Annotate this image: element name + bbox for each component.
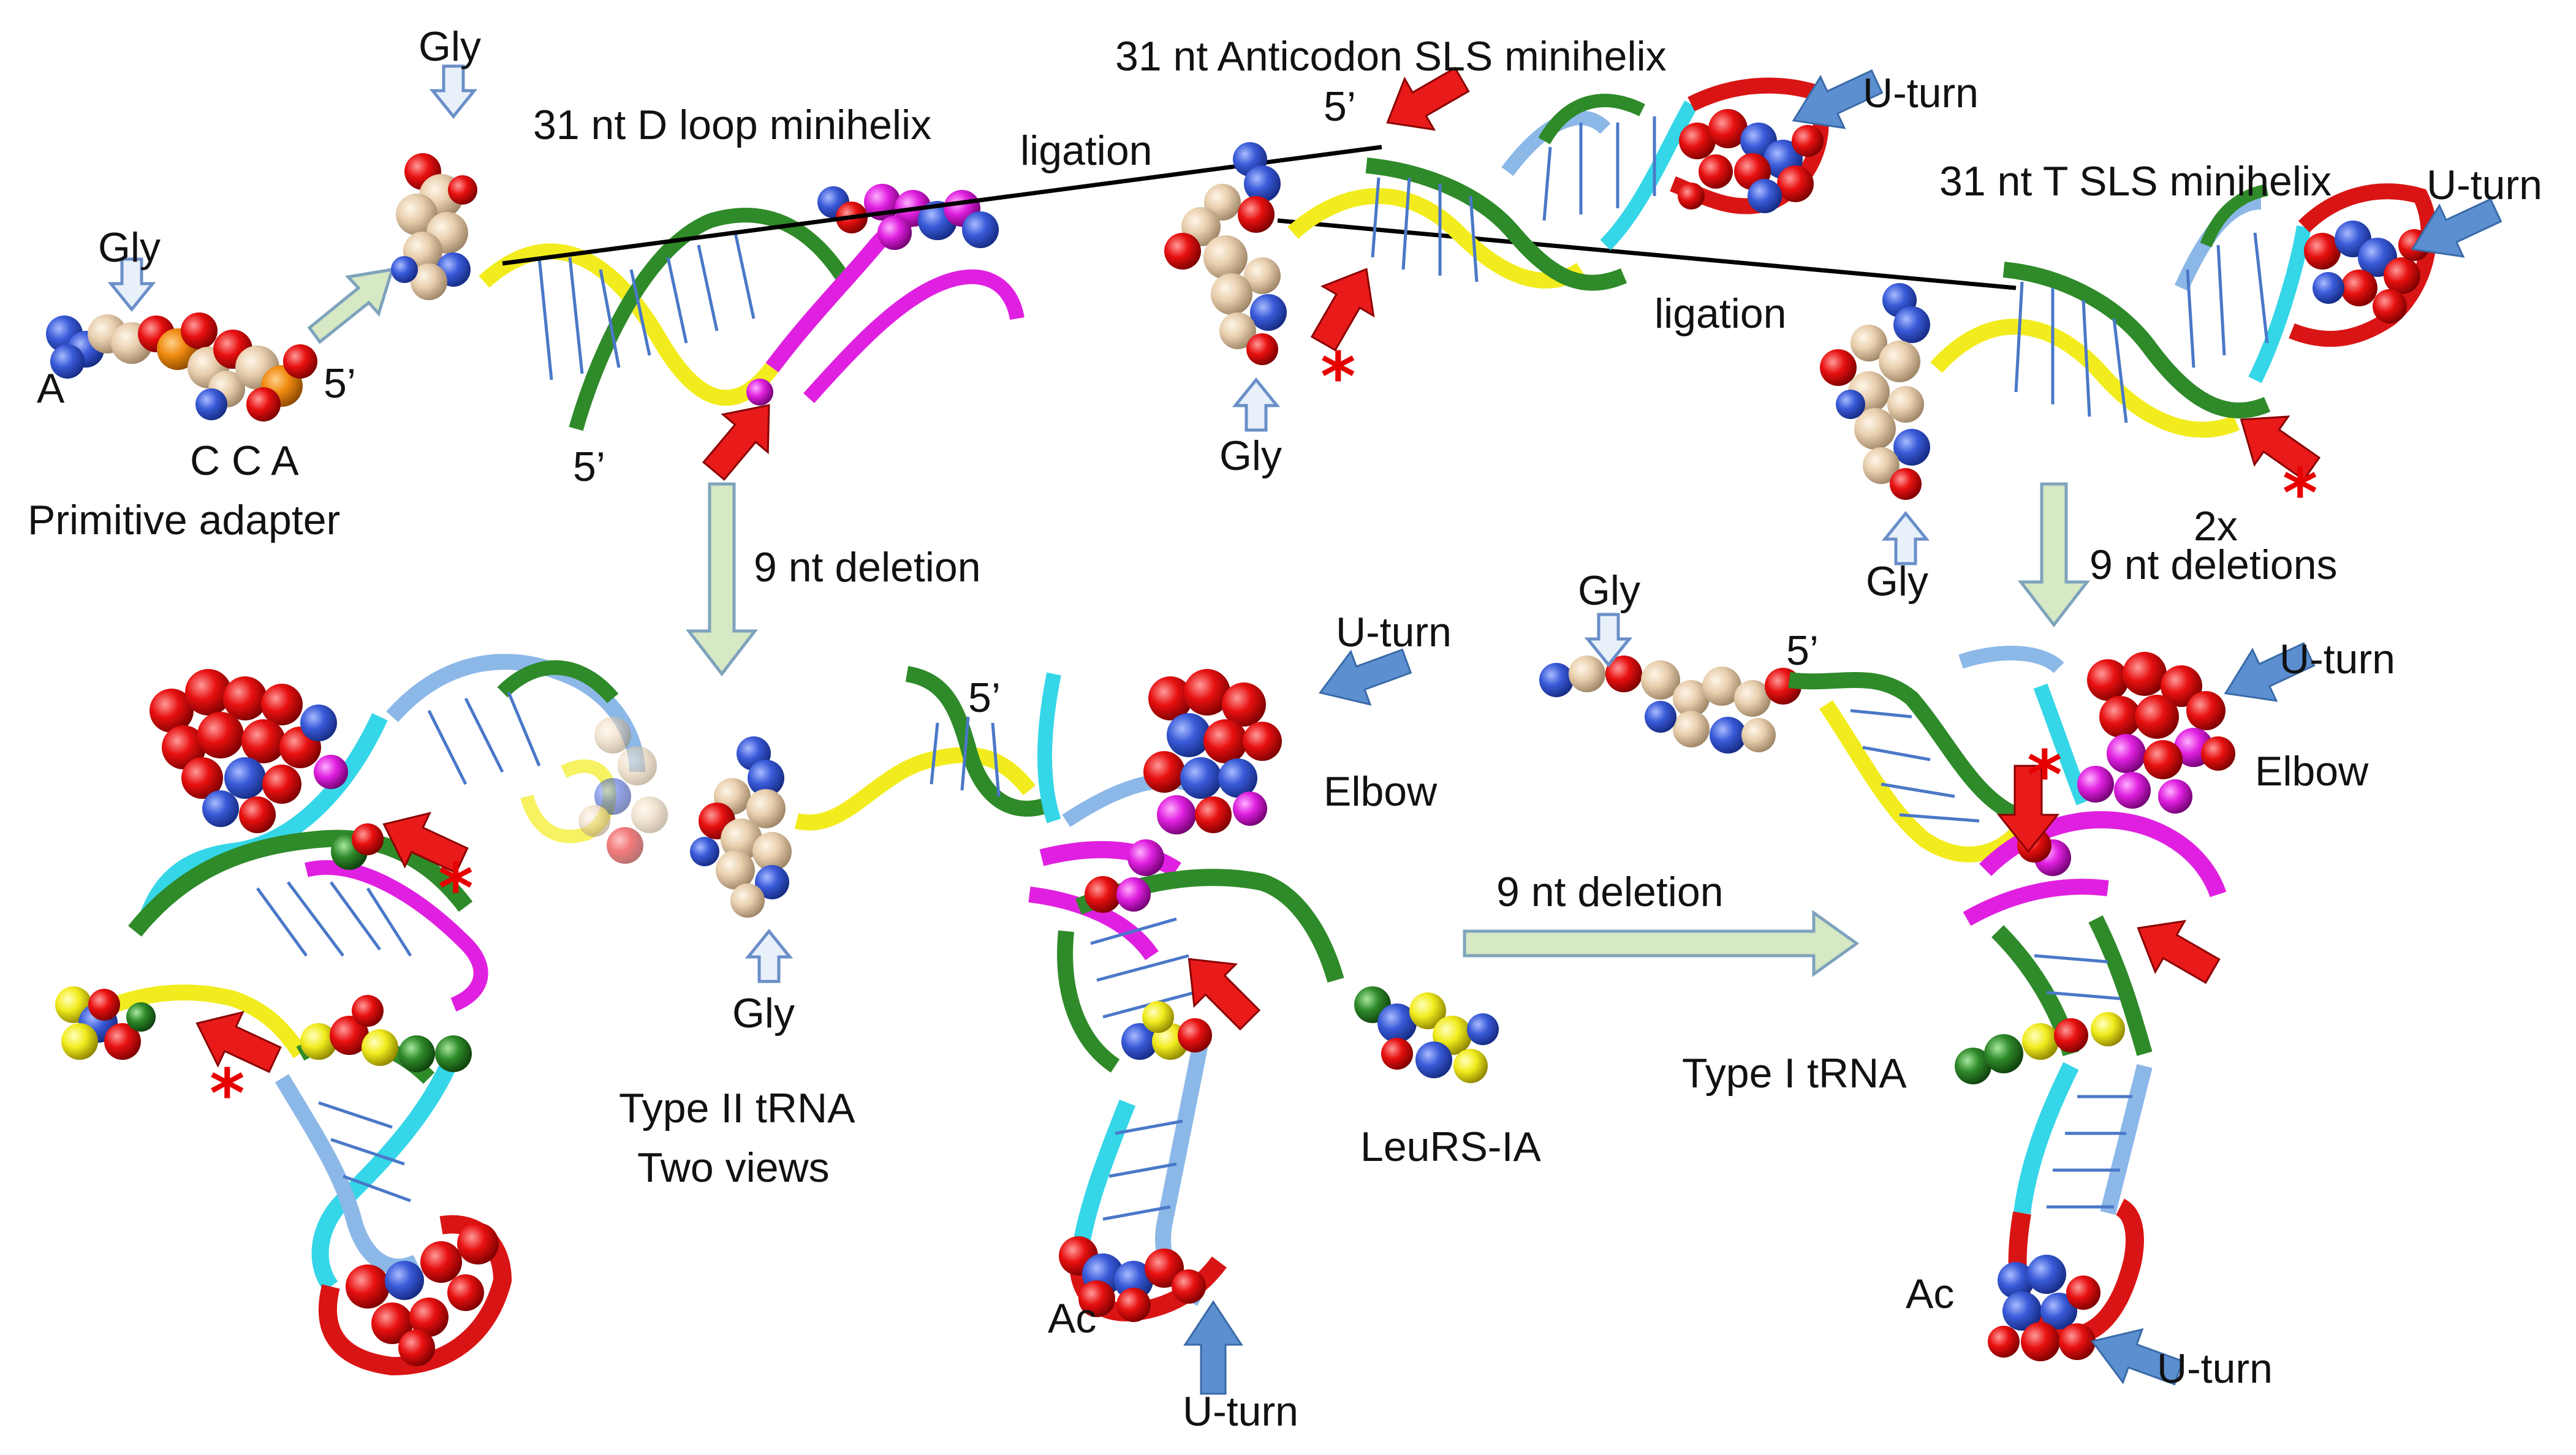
type-ii-trna-label: Type II tRNA (619, 1085, 855, 1132)
cca-label: C C A (190, 437, 299, 484)
a-end-label: A (37, 365, 65, 412)
elbow-label: Elbow (2255, 748, 2369, 795)
five-prime-label: 5’ (324, 360, 356, 407)
ac-label: Ac (1906, 1271, 1955, 1317)
gly-marker-arrow (748, 931, 790, 981)
gly-label: Gly (1866, 558, 1928, 605)
five-prime-label: 5’ (968, 675, 1001, 721)
type-i-trna-label: Type I tRNA (1682, 1050, 1907, 1097)
anticodon-minihelix-title: 31 nt Anticodon SLS minihelix (1115, 33, 1667, 80)
u-turn-arrow (1184, 1301, 1243, 1395)
u-turn-label: U-turn (2279, 636, 2395, 682)
gly-label: Gly (732, 990, 795, 1037)
u-turn-label: U-turn (1863, 70, 1979, 116)
two-x-label: 2x (2194, 503, 2238, 550)
leurs-ia-label: LeuRS-IA (1360, 1124, 1541, 1170)
transition-arrow-down-left (685, 482, 759, 677)
asterisk-marker: * (2282, 454, 2318, 532)
u-turn-label: U-turn (2426, 162, 2542, 208)
transition-arrow-adapter (307, 267, 395, 344)
t-sls-minihelix-structure (1820, 183, 2437, 500)
nine-nt-deletion-label: 9 nt deletion (754, 544, 981, 591)
gly-label: Gly (1578, 567, 1640, 614)
ligation-label: ligation (1654, 290, 1787, 337)
asterisk-marker: * (438, 849, 474, 928)
transition-arrow-down-right (2017, 482, 2091, 628)
t-sls-minihelix-title: 31 nt T SLS minihelix (1939, 158, 2332, 205)
ac-label: Ac (1048, 1295, 1097, 1342)
five-prime-label: 5’ (1324, 83, 1356, 130)
primitive-adapter-label: Primitive adapter (28, 497, 341, 543)
ligation-line-2 (1277, 218, 2017, 290)
gly-label: Gly (1219, 433, 1282, 479)
primitive-adapter-molecule (46, 312, 317, 421)
u-turn-label: U-turn (2157, 1345, 2273, 1392)
five-prime-label: 5’ (1786, 627, 1819, 674)
u-turn-label: U-turn (1336, 609, 1452, 656)
type-i-trna-structure (1539, 646, 2235, 1361)
u-turn-label: U-turn (1183, 1388, 1298, 1435)
two-views-label: Two views (637, 1144, 830, 1191)
gly-marker-arrow (433, 66, 474, 116)
gly-label: Gly (419, 23, 481, 70)
gly-marker-arrow (1235, 380, 1277, 430)
gly-marker-arrow (1885, 513, 1926, 564)
type-ii-trna-view-1 (55, 654, 668, 1376)
d-loop-minihelix-structure (391, 153, 1025, 431)
nine-nt-deletion-label: 9 nt deletion (1496, 869, 1724, 915)
red-arrow-marker (2122, 901, 2229, 998)
anticodon-minihelix-structure (1164, 77, 1829, 365)
nine-nt-deletions-label: 9 nt deletions (2089, 542, 2338, 588)
gly-label: Gly (98, 224, 161, 271)
five-prime-label: 5’ (573, 444, 605, 490)
ligation-label: ligation (1020, 127, 1153, 174)
asterisk-marker: * (2027, 736, 2063, 814)
asterisk-marker: * (1320, 338, 1356, 416)
transition-arrow-right (1463, 910, 1860, 977)
d-loop-minihelix-title: 31 nt D loop minihelix (533, 102, 932, 148)
asterisk-marker: * (210, 1054, 245, 1133)
elbow-label: Elbow (1324, 768, 1438, 815)
type-ii-trna-view-2 (690, 666, 1499, 1322)
